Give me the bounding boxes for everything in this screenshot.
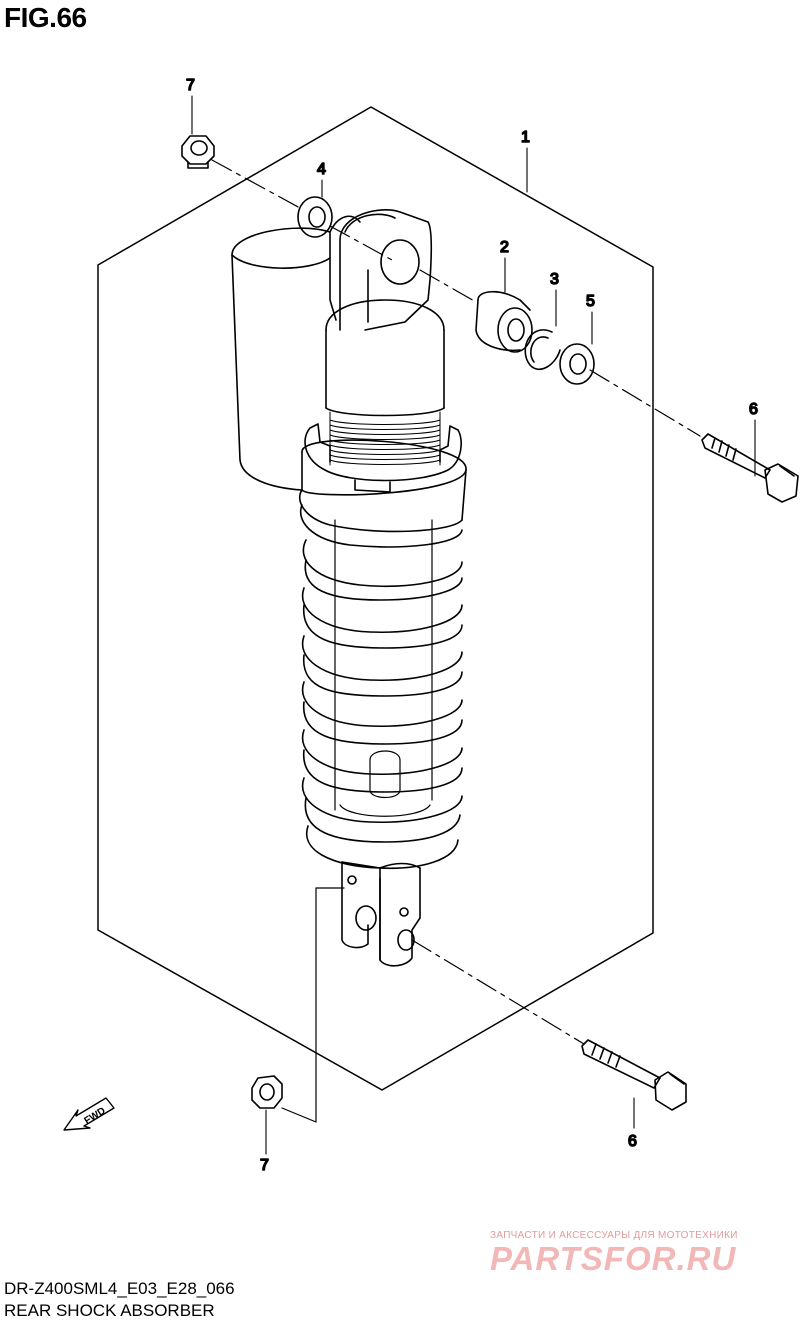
- threaded-section: [329, 411, 441, 466]
- callout-part-6-bottom: 6: [628, 1133, 637, 1150]
- model-code: DR-Z400SML4_E03_E28_066: [4, 1279, 235, 1298]
- figure-name: REAR SHOCK ABSORBER: [4, 1301, 215, 1320]
- reservoir-body: [231, 215, 361, 491]
- callout-part-7-bottom: 7: [260, 1157, 269, 1174]
- circlip-part-3: [524, 329, 561, 371]
- washer-part-5: [559, 343, 595, 385]
- watermark-logo: PARTSFOR.RU: [490, 1240, 737, 1277]
- leader-lines: [191, 95, 756, 1155]
- callout-part-6-top: 6: [749, 401, 758, 418]
- callout-part-5: 5: [586, 293, 595, 310]
- assembly-outline: [97, 106, 654, 1091]
- flange-nut-upper: [181, 135, 215, 169]
- axis-lines: [211, 159, 701, 1123]
- bushing-part-2: [475, 290, 533, 353]
- damper-inner: [334, 519, 433, 817]
- washer-part-4: [297, 196, 333, 238]
- coil-spring: [298, 439, 467, 870]
- bolt-lower-part-6: [581, 1039, 687, 1111]
- flange-nut-lower: [251, 1075, 283, 1109]
- callout-part-7-top: 7: [186, 77, 195, 94]
- callout-part-1: 1: [521, 129, 530, 146]
- top-eye-mount: [339, 209, 433, 331]
- watermark-tagline: ЗАПЧАСТИ И АКСЕССУАРЫ ДЛЯ МОТОТЕХНИКИ: [490, 1230, 738, 1241]
- callout-part-4: 4: [317, 161, 326, 178]
- callout-part-3: 3: [550, 271, 559, 288]
- upper-cylinder: [325, 299, 445, 417]
- bottom-clevis: [341, 861, 421, 967]
- bolt-upper-part-6: [701, 433, 799, 503]
- callout-part-2: 2: [500, 239, 509, 256]
- fwd-arrow-icon: FWD: [63, 1097, 115, 1131]
- figure-title: FIG.66: [4, 2, 87, 33]
